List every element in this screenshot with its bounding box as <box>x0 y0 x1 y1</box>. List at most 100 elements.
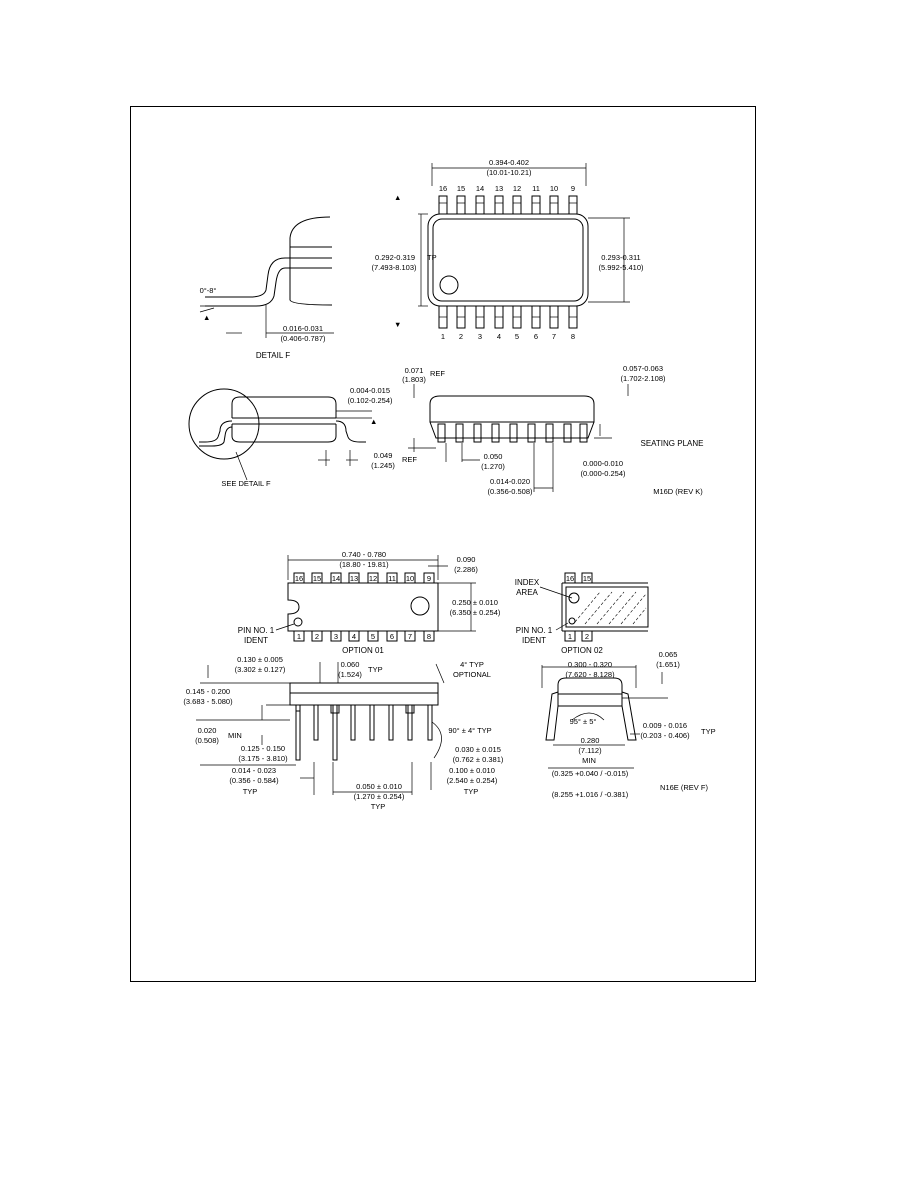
dip-option-02-top: 16 15 1 2 INDEX AREA PIN NO. 1 IDENT OPT… <box>515 572 649 655</box>
soic-side-view: ▲ 0.004-0.015 (0.102-0.254) 0.049 REF (1… <box>188 386 417 488</box>
soic-height-ref-mm: (1.803) <box>402 375 426 384</box>
soic-height-ref: 0.071 <box>405 366 424 375</box>
soic-pin-6: 6 <box>534 332 538 341</box>
soic-pitch-ref-label: REF <box>402 455 417 464</box>
dip-side-view: 0.130 ± 0.005 (3.302 ± 0.127) 0.060 TYP … <box>183 655 504 811</box>
dip-pin-4: 4 <box>352 632 356 641</box>
dip-body-h-mm: (3.302 ± 0.127) <box>235 665 286 674</box>
dip-shoulder: 0.060 <box>341 660 360 669</box>
dip-pin-12: 12 <box>369 574 377 583</box>
dip-width: 0.250 ± 0.010 <box>452 598 498 607</box>
dip-pin-10: 10 <box>406 574 414 583</box>
soic-pin-3: 3 <box>478 332 482 341</box>
dip-thick-typ: TYP <box>701 727 716 736</box>
dip-drawing-code: N16E (REV F) <box>660 783 708 792</box>
dip-lead-tip-mm: (0.762 ± 0.381) <box>453 755 504 764</box>
dip-row-spacing-mm: (7.620 - 8.128) <box>565 670 615 679</box>
dip-pin-13: 13 <box>350 574 358 583</box>
dip-row-spacing: 0.300 - 0.320 <box>568 660 612 669</box>
soic-width-mm: (10.01-10.21) <box>486 168 532 177</box>
dip-pitch: 0.100 ± 0.010 <box>449 766 495 775</box>
soic-lead-len: 0.016-0.031 <box>283 324 323 333</box>
dip-option-01-label: OPTION 01 <box>342 646 384 655</box>
soic-angle: 0°-8° <box>200 286 217 295</box>
soic-body-right: 0.293-0.311 <box>601 253 640 262</box>
dip-pitch-tol-mm: (1.270 ± 0.254) <box>354 792 405 801</box>
dip-lead-w: 0.014 - 0.023 <box>232 766 276 775</box>
soic-detail-label: DETAIL F <box>256 351 290 360</box>
dip-pin-14: 14 <box>332 574 340 583</box>
dip-lead-angle: 90° ± 4° TYP <box>448 726 491 735</box>
soic-see-detail: SEE DETAIL F <box>221 479 271 488</box>
soic-pin-11: 11 <box>532 184 540 193</box>
soic-pin-12: 12 <box>513 184 521 193</box>
soic-height-total: 0.057-0.063 <box>623 364 663 373</box>
soic-pin-16: 16 <box>439 184 447 193</box>
dip-pin-2: 2 <box>315 632 319 641</box>
dip-body-h: 0.130 ± 0.005 <box>237 655 283 664</box>
dip-pin-16: 16 <box>295 574 303 583</box>
soic-pin-7: 7 <box>552 332 556 341</box>
dip-lead-tip: 0.030 ± 0.015 <box>455 745 501 754</box>
dip-opt2-pin-2: 2 <box>585 632 589 641</box>
soic-standoff-mm: (0.000-0.254) <box>580 469 626 478</box>
dip-taper: 4° TYP <box>460 660 484 669</box>
dip-pin-6: 6 <box>390 632 394 641</box>
soic-lead-len-mm: (0.406-0.787) <box>280 334 326 343</box>
soic-top-view: 0.394-0.402 (10.01-10.21) 16 15 14 13 12… <box>371 158 644 341</box>
dip-lead-len-mm: (3.175 - 3.810) <box>238 754 288 763</box>
soic-end-view: 0.071 REF (1.803) 0.057-0.063 (1.702-2.1… <box>402 364 703 496</box>
soic-lead-thick-mm: (0.102-0.254) <box>347 396 393 405</box>
dip-standoff: 0.020 <box>198 726 217 735</box>
dip-seat-h-mm: (3.683 - 5.080) <box>183 697 233 706</box>
drawing-frame <box>130 106 756 982</box>
soic-pitch: 0.050 <box>484 452 503 461</box>
svg-text:▲: ▲ <box>370 417 377 426</box>
soic-lead-w-mm: (0.356-0.508) <box>487 487 533 496</box>
dip-standoff-mm: (0.508) <box>195 736 219 745</box>
soic-pin-10: 10 <box>550 184 558 193</box>
soic-height-total-mm: (1.702-2.108) <box>620 374 666 383</box>
dip-lead-w-typ: TYP <box>243 787 258 796</box>
dip-pin-7: 7 <box>408 632 412 641</box>
soic-pin-14: 14 <box>476 184 484 193</box>
dip-end-angle: 95° ± 5° <box>570 717 597 726</box>
dip-pin-8: 8 <box>427 632 431 641</box>
dip-opt2-pin-15: 15 <box>583 574 591 583</box>
dip-index-area-1: INDEX <box>515 578 540 587</box>
svg-text:▲: ▲ <box>203 313 210 322</box>
soic-lead-thick: 0.004-0.015 <box>350 386 390 395</box>
soic-pitch-ref: 0.049 <box>374 451 393 460</box>
dip-pitch-tol-typ: TYP <box>371 802 386 811</box>
dip-shoulder-mm: (1.524) <box>338 670 362 679</box>
dip-pin-3: 3 <box>334 632 338 641</box>
dip-spread-mm: (8.255 +1.016 / -0.381) <box>552 790 629 799</box>
soic-body-left-mm: (7.493-8.103) <box>371 263 417 272</box>
dip-body-w: 0.280 <box>581 736 600 745</box>
soic-body-left: 0.292-0.319 <box>375 253 415 262</box>
dip-pitch-mm: (2.540 ± 0.254) <box>447 776 498 785</box>
dip-optional: OPTIONAL <box>453 670 491 679</box>
soic-pin-8: 8 <box>571 332 575 341</box>
svg-text:▼: ▼ <box>394 320 401 329</box>
dip-opt2-pin-16: 16 <box>566 574 574 583</box>
dip-pin1-ident: PIN NO. 1 <box>238 626 275 635</box>
dip-pin-11: 11 <box>388 574 396 583</box>
dip-lead-len: 0.125 - 0.150 <box>241 744 285 753</box>
soic-detail-f: 0°-8° ▲ 0.016-0.031 (0.406-0.787) DETAIL… <box>200 216 334 360</box>
dip-option-01-top: 0.740 - 0.780 (18.80 - 19.81) 0.090 (2.2… <box>238 550 501 655</box>
dip-thick: 0.009 - 0.016 <box>643 721 687 730</box>
dip-flange: 0.065 <box>659 650 678 659</box>
soic-pin-5: 5 <box>515 332 519 341</box>
soic-pin-9: 9 <box>571 184 575 193</box>
dip-lead-w-mm: (0.356 - 0.584) <box>229 776 279 785</box>
dip-pin-9: 9 <box>427 574 431 583</box>
dip-pin-5: 5 <box>371 632 375 641</box>
soic-lead-w: 0.014-0.020 <box>490 477 530 486</box>
dip-pin-1: 1 <box>297 632 301 641</box>
dip-index-area-2: AREA <box>516 588 538 597</box>
dip-shoulder-typ: TYP <box>368 665 383 674</box>
dip-pitch-tol: 0.050 ± 0.010 <box>356 782 402 791</box>
soic-pin-1: 1 <box>441 332 445 341</box>
